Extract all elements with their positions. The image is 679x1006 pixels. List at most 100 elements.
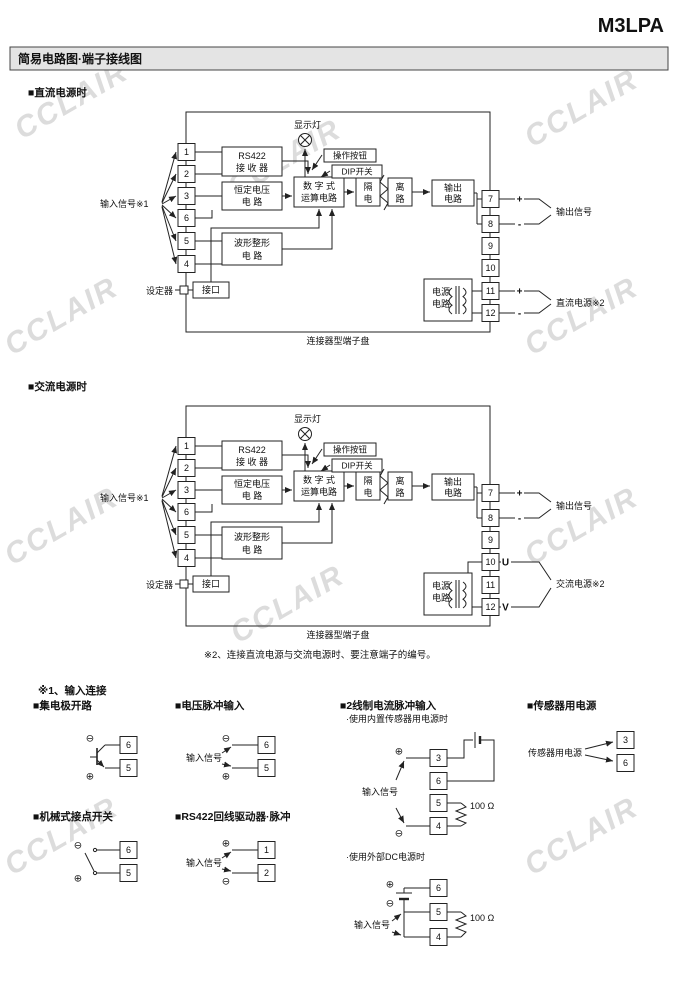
wave-label: 波形整形 (234, 531, 270, 542)
external-dc-diagram: ·使用外部DC电源时 ⊕ ⊖ 输入信号 100 Ω 6 5 4 (346, 851, 495, 946)
dc-diagram: ■直流电源时 输入信号※1 1 2 3 6 5 4 (28, 86, 605, 346)
sensor-power-diagram: ■传感器用电源 传感器用电源 3 6 (527, 699, 635, 772)
terminal-6: 6 (436, 776, 441, 786)
internal-wiring (210, 160, 482, 282)
resistor-label: 100 Ω (470, 801, 495, 811)
output-plus: + (517, 489, 523, 500)
section-header-bar: 简易电路图·端子接线图 (9, 46, 669, 71)
terminal-3: 3 (184, 191, 189, 201)
digital-label: 数 字 式 (303, 180, 335, 191)
switch-blade-icon (84, 852, 95, 872)
watermark-text: CCLAIR (519, 271, 644, 362)
wiring (584, 740, 614, 763)
terminal-5: 5 (436, 907, 441, 917)
constv-label2: 电 路 (242, 490, 263, 501)
iso-label: 路 (395, 193, 404, 204)
output-signal-wiring (499, 492, 552, 519)
minus-symbol: ⊖ (222, 877, 230, 888)
transformer-icon (448, 580, 467, 609)
minus-symbol: ⊖ (386, 899, 394, 910)
terminal-4: 4 (436, 932, 441, 942)
interface-block: 接口 设定器 (146, 575, 230, 593)
terminal-5: 5 (184, 530, 189, 540)
terminal-strip-label: 连接器型端子盘 (306, 629, 369, 640)
dc-power-wiring (472, 290, 552, 314)
constv-label: 恒定电压 (234, 478, 270, 489)
terminal-3: 3 (623, 735, 628, 745)
terminal-5: 5 (264, 763, 269, 773)
digital-label2: 运算电路 (301, 486, 337, 497)
terminal-4: 4 (184, 259, 189, 269)
minus-symbol: ⊖ (395, 829, 403, 840)
terminal-8: 8 (488, 219, 493, 229)
output-label2: 电路 (444, 193, 462, 204)
ac-power-v: V (502, 603, 509, 614)
terminal-strip-label: 连接器型端子盘 (306, 335, 369, 346)
ac-section-heading: ■交流电源时 (28, 380, 87, 393)
wiring (391, 887, 468, 938)
two-wire-heading: ■2线制电流脉冲输入 (340, 699, 437, 712)
setter-label: 设定器 (146, 579, 173, 590)
dip-switch-block: DIP开关 (320, 164, 383, 179)
digital-processing-block: 数 字 式 运算电路 (293, 176, 345, 208)
dip-switch-block: DIP开关 (320, 458, 383, 473)
voltage-pulse-heading: ■电压脉冲输入 (175, 699, 245, 712)
wave-label2: 电 路 (242, 544, 263, 555)
setter-label: 设定器 (146, 285, 173, 296)
terminal-6: 6 (436, 883, 441, 893)
watermark-text: CCLAIR (0, 791, 124, 882)
output-plus: + (517, 195, 523, 206)
lamp-icon (298, 427, 312, 471)
watermark-text: CCLAIR (519, 481, 644, 572)
digital-label2: 运算电路 (301, 192, 337, 203)
voltage-pulse-diagram: ■电压脉冲输入 ⊖ ⊕ 输入信号 6 5 (175, 699, 276, 783)
dc-section-heading: ■直流电源时 (28, 86, 87, 99)
isolation-block: 隔 电 离 路 (355, 174, 413, 211)
iso-label: 离 (395, 181, 404, 192)
rs422-line-driver-diagram: ■RS422回线驱动器·脉冲 ⊕ ⊖ 输入信号 1 2 (175, 810, 290, 888)
rs422-line-heading: ■RS422回线驱动器·脉冲 (175, 810, 290, 823)
sensor-power-label: 传感器用电源 (528, 747, 582, 758)
digital-processing-block: 数 字 式 运算电路 (293, 470, 345, 502)
output-minus: - (518, 514, 521, 525)
iso-label: 电 (363, 193, 372, 204)
ac-power-label: 交流电源※2 (556, 578, 605, 589)
note-2: ※2、连接直流电源与交流电源时、要注意端子的编号。 (204, 649, 436, 661)
wiring (221, 849, 258, 874)
mechanical-switch-diagram: ■机械式接点开关 ⊖ ⊕ 6 5 (33, 810, 138, 885)
watermark-text: CCLAIR (519, 791, 644, 882)
transformer-icon (448, 286, 467, 315)
dc-power-plus: + (517, 287, 523, 298)
wiring (221, 744, 258, 769)
rs422-label2: 接 收 器 (236, 162, 268, 173)
output-label: 输出 (444, 476, 462, 487)
rs422-receiver-block: RS422 接 收 器 (221, 146, 283, 177)
power-label2: 电路 (432, 298, 450, 309)
input-signal-label: 输入信号 (354, 919, 390, 930)
input-signal-label: 输入信号 (362, 786, 398, 797)
constant-voltage-block: 恒定电压 电 路 (221, 181, 283, 211)
lamp-icon (298, 133, 312, 177)
plus-symbol: ⊕ (74, 874, 82, 885)
connector-icon (179, 579, 189, 589)
ac-power-u: U (502, 558, 509, 569)
rs422-label: RS422 (238, 151, 266, 161)
output-label2: 电路 (444, 487, 462, 498)
input-fan-wiring (161, 445, 178, 559)
power-circuit-block: 电源 电路 (423, 278, 473, 322)
lamp-label: 显示灯 (294, 414, 321, 424)
ac-diagram: ■交流电源时 输入信号※1 1 2 3 6 5 4 (28, 380, 605, 640)
left-terminals: 1 2 3 6 5 4 (177, 143, 196, 273)
terminal-6: 6 (264, 740, 269, 750)
plus-symbol: ⊕ (222, 772, 230, 783)
lamp-label: 显示灯 (294, 120, 321, 130)
output-signal-label: 输出信号 (556, 500, 592, 511)
connector-icon (179, 285, 189, 295)
op-button-label: 操作按钮 (333, 151, 368, 161)
terminal-6: 6 (184, 507, 189, 517)
right-terminals: 7 8 9 10 11 12 (481, 484, 500, 616)
watermark-text: CCLAIR (519, 63, 644, 154)
terminal-6: 6 (126, 740, 131, 750)
plus-symbol: ⊕ (86, 772, 94, 783)
